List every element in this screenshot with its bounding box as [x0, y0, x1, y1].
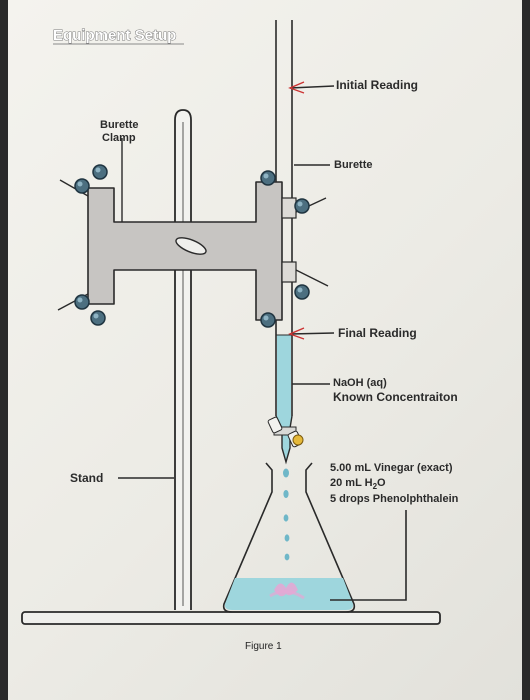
stand-label: Stand — [70, 471, 103, 485]
knob-icon — [260, 170, 276, 186]
erlenmeyer-flask — [222, 462, 356, 613]
knob-icon — [92, 164, 108, 180]
drop-3 — [283, 514, 289, 522]
final-reading-label: Final Reading — [338, 326, 417, 340]
burette-clamp-label-2: Clamp — [102, 132, 136, 144]
paper-sheet: Equipment Setup — [8, 0, 522, 700]
initial-reading-arrow — [289, 85, 335, 89]
naoh-label-2: Known Concentraiton — [333, 390, 458, 404]
burette-clamp-label-1: Burette — [100, 119, 139, 131]
naoh-solution — [277, 335, 291, 416]
flask-label-2: 20 mL H2O — [330, 477, 386, 491]
equipment-diagram: Equipment Setup — [21, 20, 459, 652]
flask-label-1: 5.00 mL Vinegar (exact) — [330, 462, 453, 474]
knob-icon — [74, 294, 90, 310]
figure-caption: Figure 1 — [245, 641, 282, 652]
knob-icon — [74, 178, 90, 194]
stand-base — [21, 611, 441, 625]
initial-reading-arrowhead — [288, 81, 305, 94]
clamp-jaw-lower — [281, 261, 297, 283]
stopcock-handle-left — [267, 416, 283, 434]
diagram-title: Equipment Setup — [53, 27, 176, 44]
final-reading-arrowhead — [288, 327, 305, 340]
burette-label: Burette — [334, 159, 373, 171]
final-reading-arrow — [289, 332, 335, 335]
knob-icon — [294, 284, 310, 300]
stopcock-key — [292, 434, 304, 446]
flask-leader-line — [330, 510, 407, 601]
clamp-rod-slot — [175, 237, 207, 255]
indicator-swirl-2 — [269, 590, 305, 600]
initial-reading-label: Initial Reading — [336, 78, 418, 92]
knob-icon — [90, 310, 106, 326]
drop-5 — [284, 553, 290, 561]
clamp-jaw-upper — [281, 197, 297, 219]
knob-icon — [294, 198, 310, 214]
knob-highlights — [77, 167, 303, 321]
burette-clamp-body — [87, 181, 283, 321]
drop-1 — [283, 468, 289, 478]
clamp-arm-right-lower — [295, 269, 329, 287]
naoh-label-1: NaOH (aq) — [333, 377, 387, 389]
drop-2 — [283, 490, 289, 498]
flask-label-3: 5 drops Phenolphthalein — [330, 493, 459, 505]
knob-icon — [260, 312, 276, 328]
drop-4 — [284, 534, 290, 542]
